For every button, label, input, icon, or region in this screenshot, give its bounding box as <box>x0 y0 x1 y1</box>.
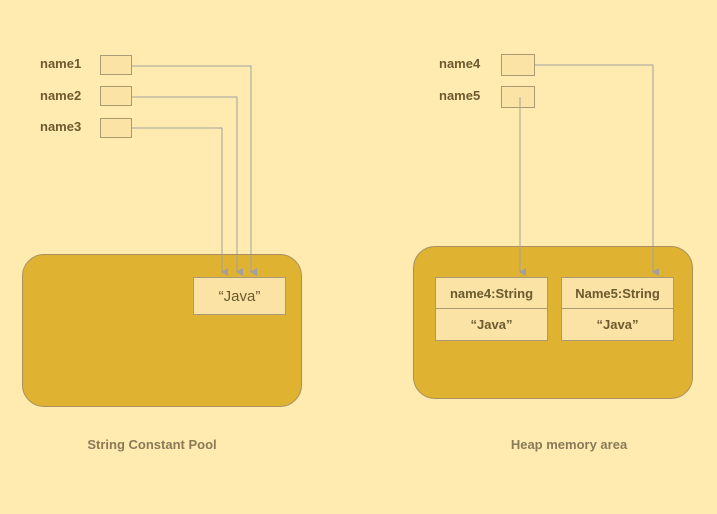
pool-string-literal: “Java” <box>193 277 286 315</box>
arrow-name1-to-literal <box>132 65 257 276</box>
heap-object-name5: Name5:String “Java” <box>561 277 674 341</box>
pool-ref-label-name2: name2 <box>40 88 82 103</box>
heap-object-value: “Java” <box>596 317 639 332</box>
heap-ref-label-name5: name5 <box>439 88 481 103</box>
pool-ref-label-name1: name1 <box>40 56 82 71</box>
heap-ref-box-name5 <box>501 86 535 108</box>
heap-ref-box-name4 <box>501 54 535 76</box>
arrow-name3-to-literal <box>132 127 228 276</box>
arrow-name4-to-object <box>535 64 659 276</box>
arrow-name2-to-literal <box>132 96 243 276</box>
pool-ref-box-name3 <box>100 118 132 138</box>
heap-object-header: Name5:String <box>562 278 673 309</box>
heap-caption: Heap memory area <box>510 437 628 452</box>
heap-object-header: name4:String <box>436 278 547 309</box>
pool-caption: String Constant Pool <box>87 437 217 452</box>
pool-ref-box-name2 <box>100 86 132 106</box>
heap-ref-label-name4: name4 <box>439 56 481 71</box>
heap-object-value: “Java” <box>470 317 513 332</box>
heap-object-name4: name4:String “Java” <box>435 277 548 341</box>
pool-ref-box-name1 <box>100 55 132 75</box>
pool-ref-label-name3: name3 <box>40 119 82 134</box>
